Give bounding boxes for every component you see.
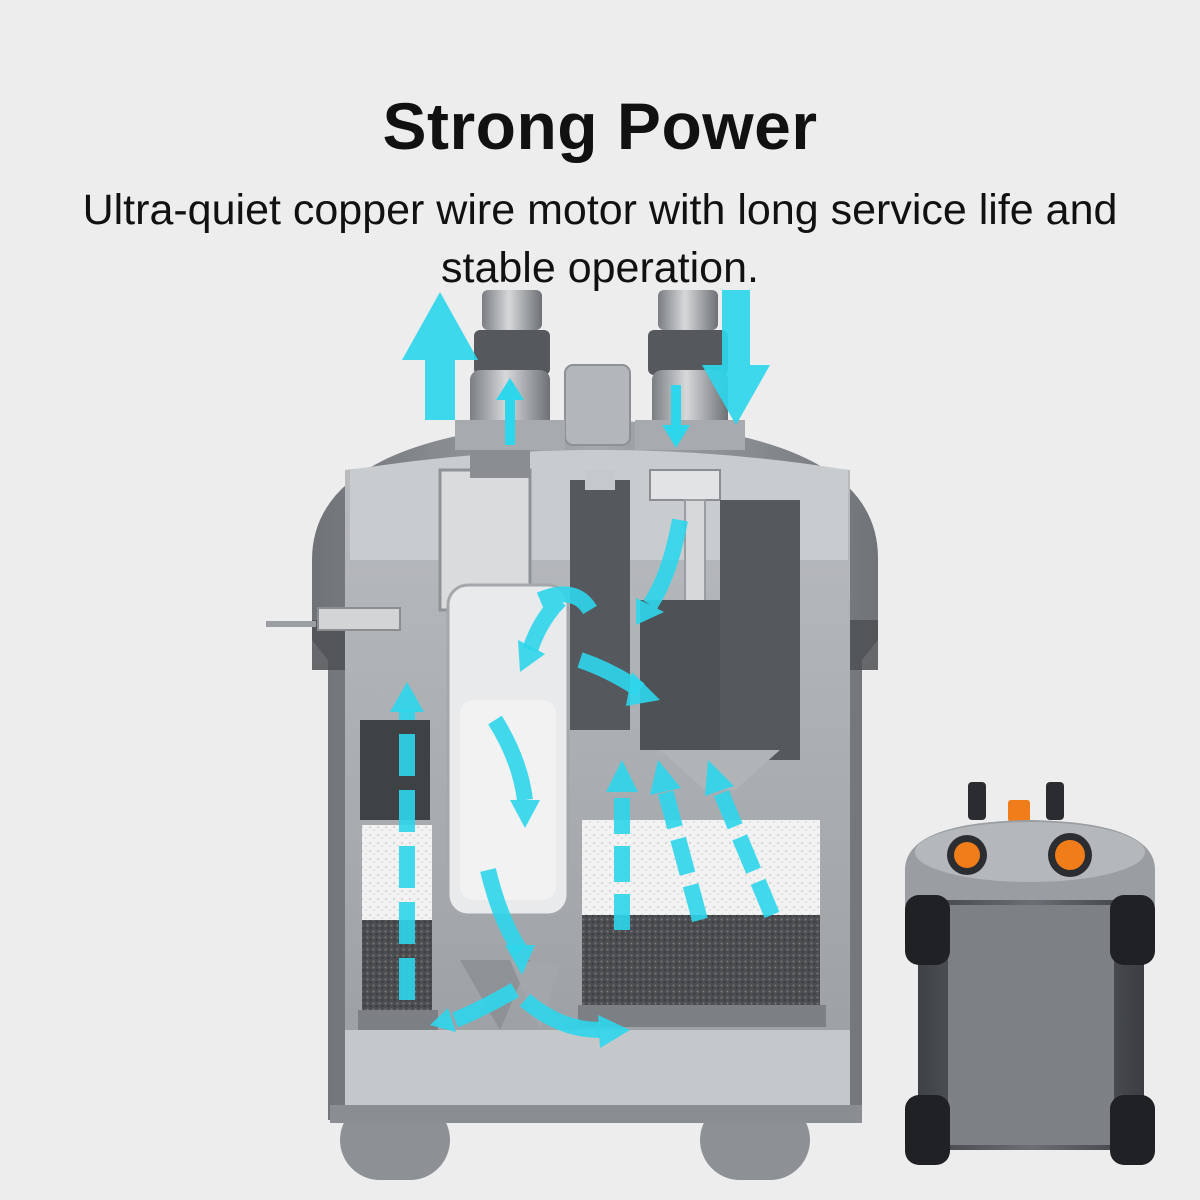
filter-cutaway-icon bbox=[266, 290, 879, 1180]
page-subtitle: Ultra-quiet copper wire motor with long … bbox=[82, 186, 1118, 292]
flow-arrowheads bbox=[390, 598, 734, 1048]
flow-path-arrows bbox=[399, 518, 780, 1038]
page-title: Strong Power bbox=[382, 89, 818, 164]
water-flow-arrow-icon bbox=[402, 290, 770, 448]
canister-filter-icon bbox=[905, 782, 1155, 1165]
